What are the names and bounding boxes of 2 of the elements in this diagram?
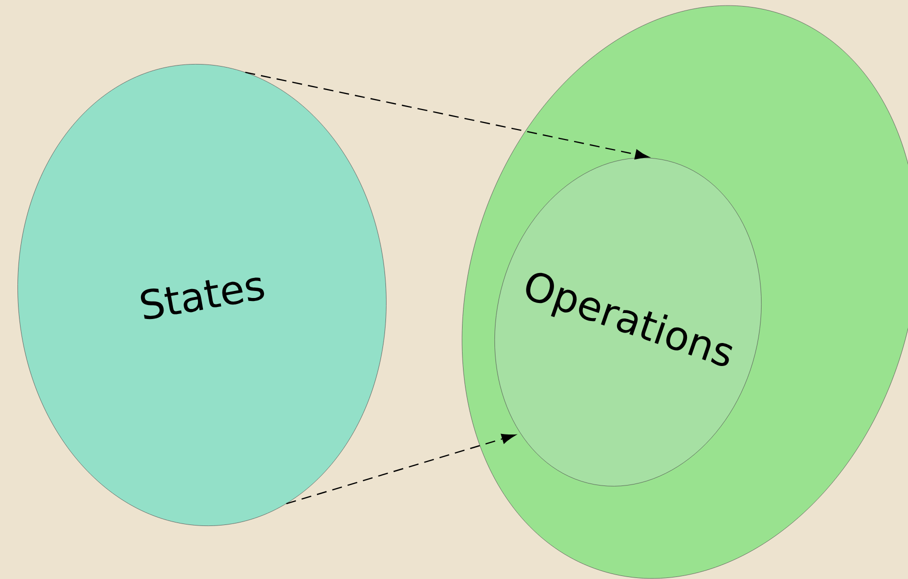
arrow [245,72,649,160]
arrow [286,434,516,504]
